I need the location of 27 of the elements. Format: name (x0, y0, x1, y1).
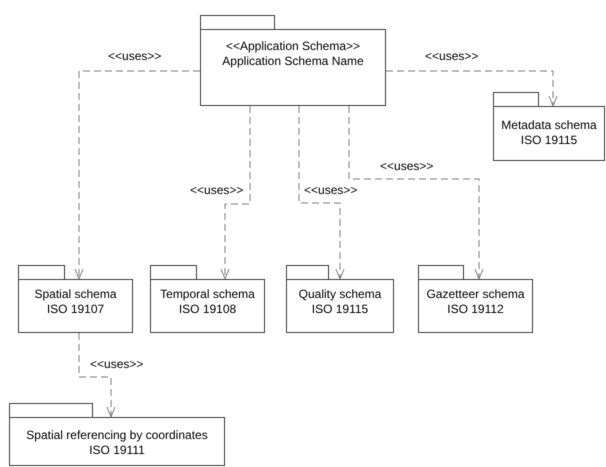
package-label: ISO 19111 (89, 443, 145, 458)
dependency-arrow (220, 106, 250, 280)
dependency-arrow (348, 106, 484, 280)
package-box (18, 265, 133, 333)
package-label: ISO 19112 (447, 302, 504, 317)
dependency-arrow (386, 70, 558, 106)
package-label: Spatial schema (34, 287, 117, 302)
dependency-arrow (74, 70, 200, 280)
package-label: Metadata schema (501, 118, 597, 133)
package-label: Temporal schema (160, 287, 255, 302)
package-box (150, 265, 265, 333)
package-box (200, 15, 386, 106)
package-label: ISO 19107 (46, 302, 104, 317)
package-label: ISO 19108 (178, 302, 236, 317)
dependency-arrow (78, 332, 116, 418)
package-box (493, 92, 605, 161)
dependency-arrow (298, 106, 344, 280)
package-box (418, 265, 533, 333)
package-label: <<Application Schema>> (226, 39, 360, 54)
package-label: Gazetteer schema (426, 287, 525, 302)
package-label: ISO 19115 (312, 302, 368, 317)
package-label: Quality schema (298, 287, 382, 302)
package-label: Spatial referencing by coordinates (26, 428, 208, 443)
package-label: ISO 19115 (520, 133, 578, 148)
package-box (9, 403, 225, 466)
package-box (286, 265, 394, 333)
package-label: Application Schema Name (222, 54, 364, 69)
